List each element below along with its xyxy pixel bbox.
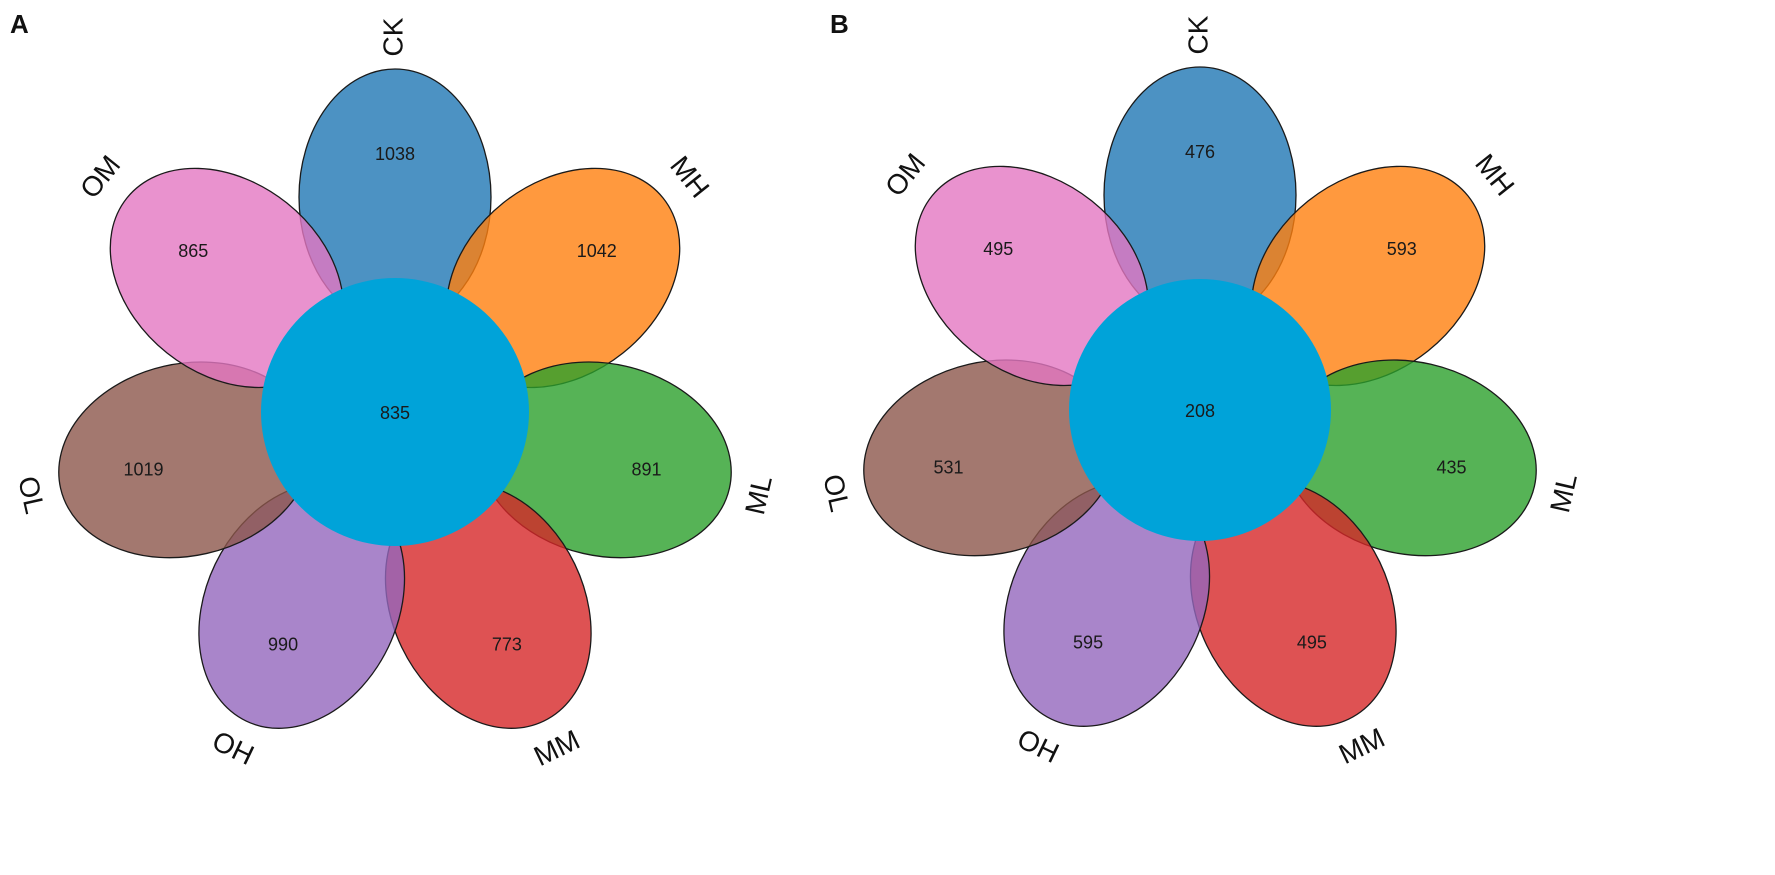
core-circle [1069, 279, 1331, 541]
count-core: 208 [1185, 401, 1215, 421]
count-oh: 990 [268, 634, 298, 654]
label-mm: MM [1334, 722, 1389, 770]
label-ck: CK [377, 17, 408, 56]
label-mh: MH [664, 150, 715, 203]
count-core: 835 [380, 403, 410, 423]
panel-letter: B [830, 9, 849, 39]
count-ol: 531 [933, 457, 963, 477]
core-circle [261, 278, 529, 546]
label-mh: MH [1469, 148, 1520, 201]
count-ck: 476 [1185, 142, 1215, 162]
count-mm: 773 [492, 634, 522, 654]
count-ol: 1019 [123, 459, 163, 479]
count-ck: 1038 [375, 144, 415, 164]
label-om: OM [74, 150, 126, 205]
label-ck: CK [1182, 15, 1213, 54]
label-om: OM [879, 148, 931, 203]
count-mh: 593 [1387, 239, 1417, 259]
count-om: 865 [178, 241, 208, 261]
label-ol: OL [817, 471, 856, 514]
label-ml: ML [1544, 471, 1583, 516]
label-ml: ML [739, 473, 778, 518]
panel-letter: A [10, 9, 29, 39]
count-ml: 435 [1437, 457, 1467, 477]
count-mh: 1042 [577, 241, 617, 261]
count-ml: 891 [632, 459, 662, 479]
label-mm: MM [529, 724, 584, 772]
panel-b: B 476 593 435 495 595 531 495 CK MH ML MM OH OL OM 208 [817, 9, 1583, 770]
count-om: 495 [983, 239, 1013, 259]
count-mm: 495 [1297, 632, 1327, 652]
label-oh: OH [208, 725, 259, 771]
label-oh: OH [1013, 723, 1064, 769]
count-oh: 595 [1073, 632, 1103, 652]
panel-a: A 1038 1042 891 773 990 1019 865 CK MH ML MM OH OL OM 8… [10, 9, 778, 772]
label-ol: OL [12, 473, 51, 516]
